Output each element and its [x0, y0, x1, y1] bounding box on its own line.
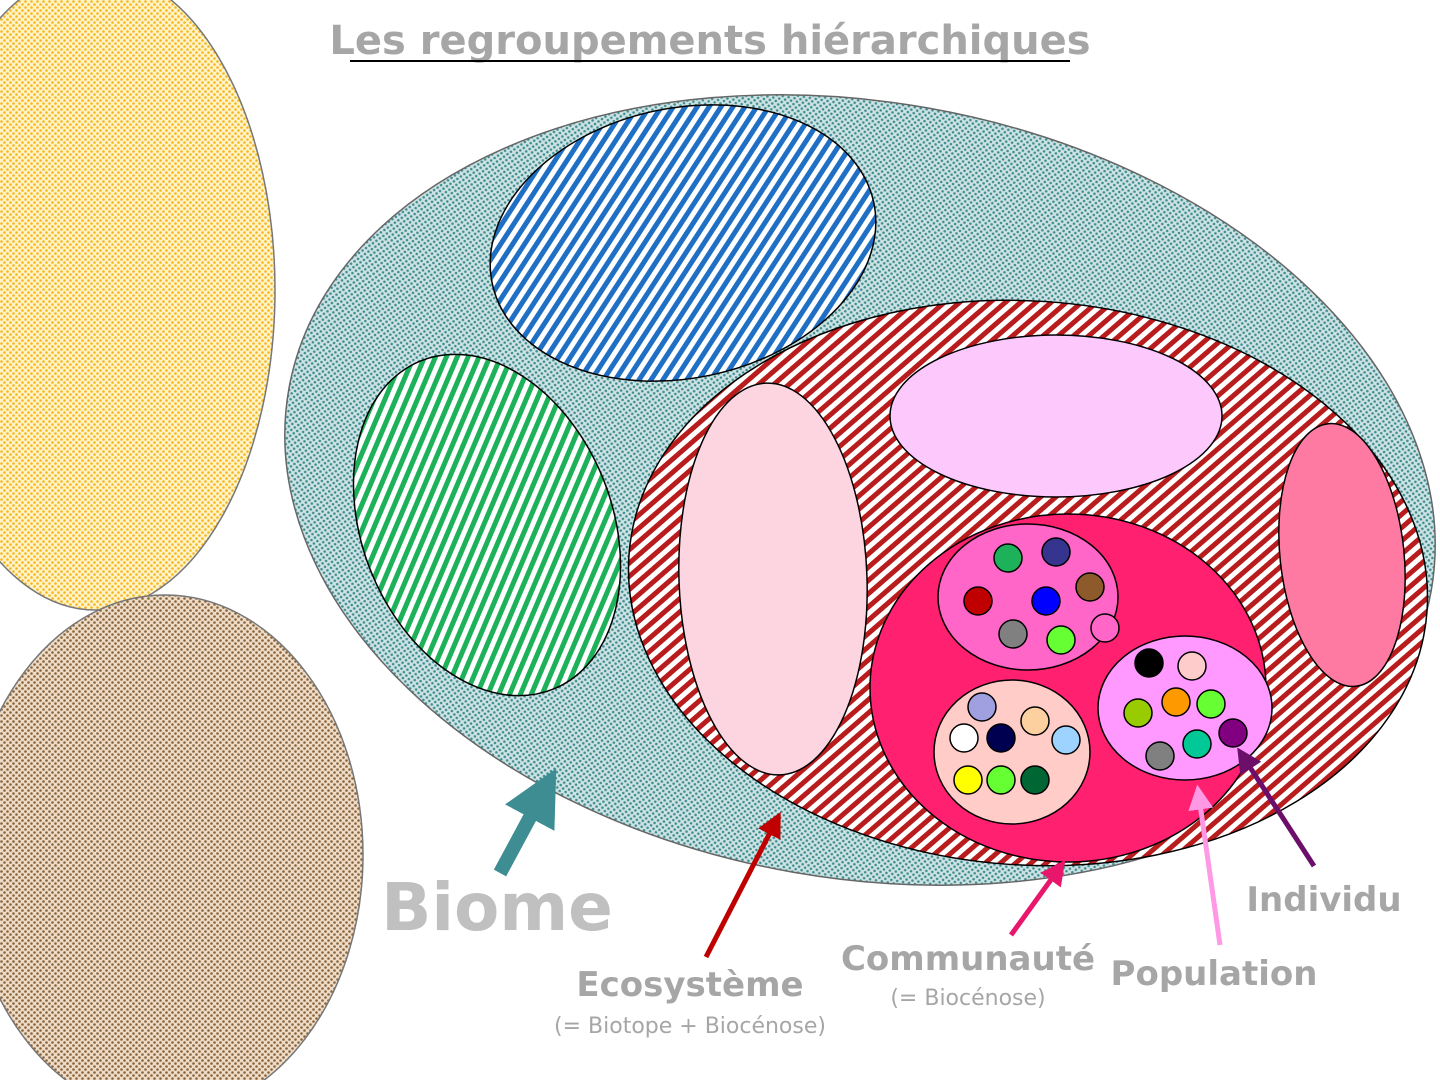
- ecosysteme-sublabel: (= Biotope + Biocénose): [554, 1014, 826, 1039]
- individual: [1219, 719, 1247, 747]
- individual: [954, 766, 982, 794]
- individual: [1076, 573, 1104, 601]
- biome-arrow: [500, 793, 543, 873]
- community-lavender: [890, 335, 1222, 497]
- ecosysteme-label: Ecosystème: [576, 965, 803, 1005]
- individual: [1042, 538, 1070, 566]
- individual: [964, 587, 992, 615]
- individual: [987, 766, 1015, 794]
- individual: [987, 724, 1015, 752]
- individual: [1021, 707, 1049, 735]
- individual: [1183, 730, 1211, 758]
- communaute-label: Communauté: [841, 939, 1095, 979]
- individual: [1052, 726, 1080, 754]
- individual: [999, 620, 1027, 648]
- individual: [1124, 699, 1152, 727]
- individual: [968, 693, 996, 721]
- individual: [1091, 614, 1119, 642]
- biome-label: Biome: [381, 869, 613, 946]
- yellow-biome: [0, 0, 275, 610]
- brown-biome: [0, 595, 363, 1080]
- individual: [1021, 766, 1049, 794]
- individual: [1162, 688, 1190, 716]
- individual: [1135, 649, 1163, 677]
- individual: [1197, 690, 1225, 718]
- communaute-sublabel: (= Biocénose): [890, 986, 1045, 1011]
- individual: [1178, 652, 1206, 680]
- individual: [1146, 742, 1174, 770]
- page-title: Les regroupements hiérarchiques: [329, 18, 1090, 64]
- individual: [1032, 587, 1060, 615]
- individual: [950, 724, 978, 752]
- individual: [994, 544, 1022, 572]
- individu-label: Individu: [1246, 880, 1401, 920]
- population-label: Population: [1111, 954, 1318, 994]
- individual: [1047, 626, 1075, 654]
